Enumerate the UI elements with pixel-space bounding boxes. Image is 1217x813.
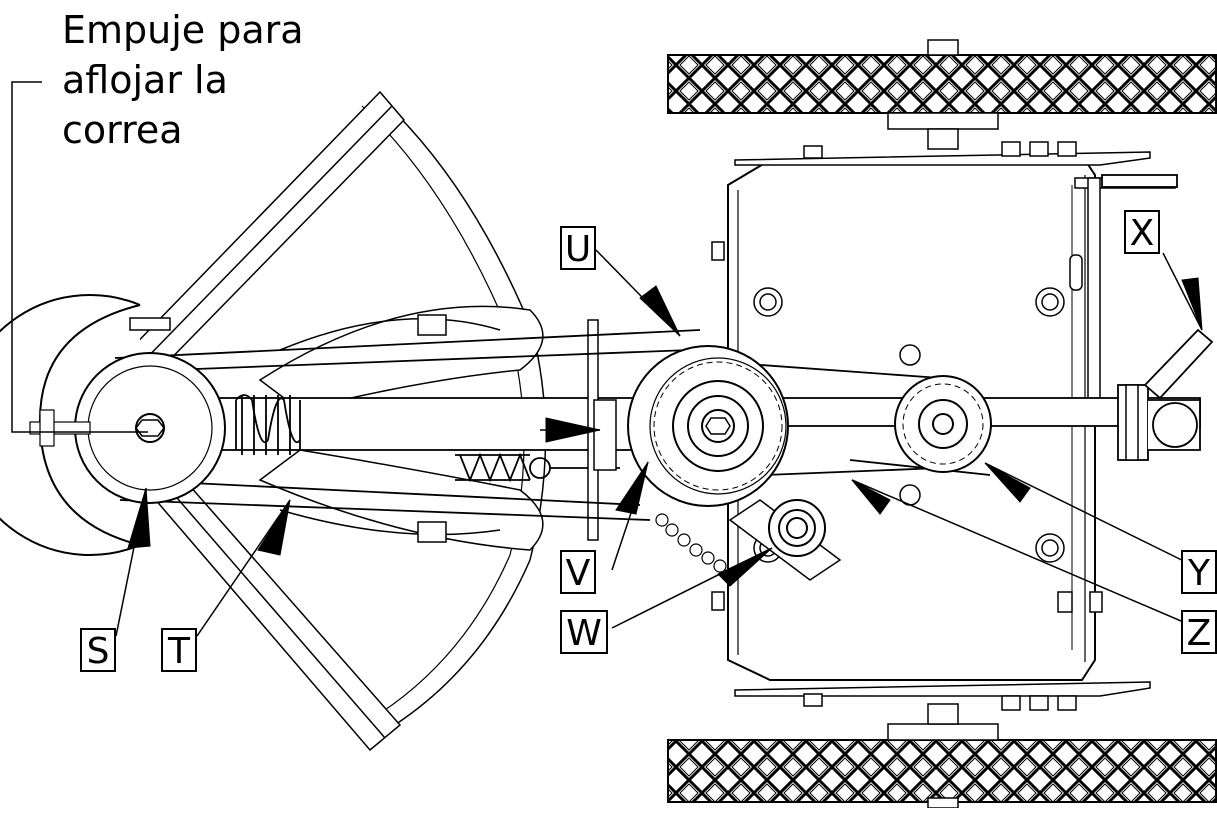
top-wheel [667,39,1217,150]
chain [655,513,727,573]
belts [114,329,991,521]
arrow-push [545,417,601,443]
callout-t: T [161,628,197,672]
arrow-v [615,461,649,515]
note-line-1: Empuje para [62,8,304,52]
note-line-3: correa [62,108,183,152]
tine-lobes [258,305,544,551]
arrow-w [717,547,773,587]
callout-u: U [560,226,596,270]
pulley-u [627,345,789,507]
callout-w: W [560,610,608,654]
arrow-y [984,462,1031,503]
callout-x: X [1124,210,1160,254]
callout-v: V [560,550,596,594]
pulley-s [29,352,226,504]
arrow-t [257,499,291,556]
arrow-z [851,479,891,515]
pulley-y [894,375,992,473]
note-line-2: aflojar la [62,58,228,102]
callout-y: Y [1181,550,1217,594]
arrowheads [127,277,1203,587]
arrow-u [639,285,681,337]
handle-x [1101,174,1214,400]
arrow-s [127,487,151,549]
arrow-x [1181,277,1203,331]
callout-s: S [80,628,116,672]
note-leader [11,81,148,433]
frame-bolts [417,141,1103,711]
bottom-wheel [667,703,1217,809]
idler-w [728,499,842,581]
callout-z: Z [1181,610,1217,654]
